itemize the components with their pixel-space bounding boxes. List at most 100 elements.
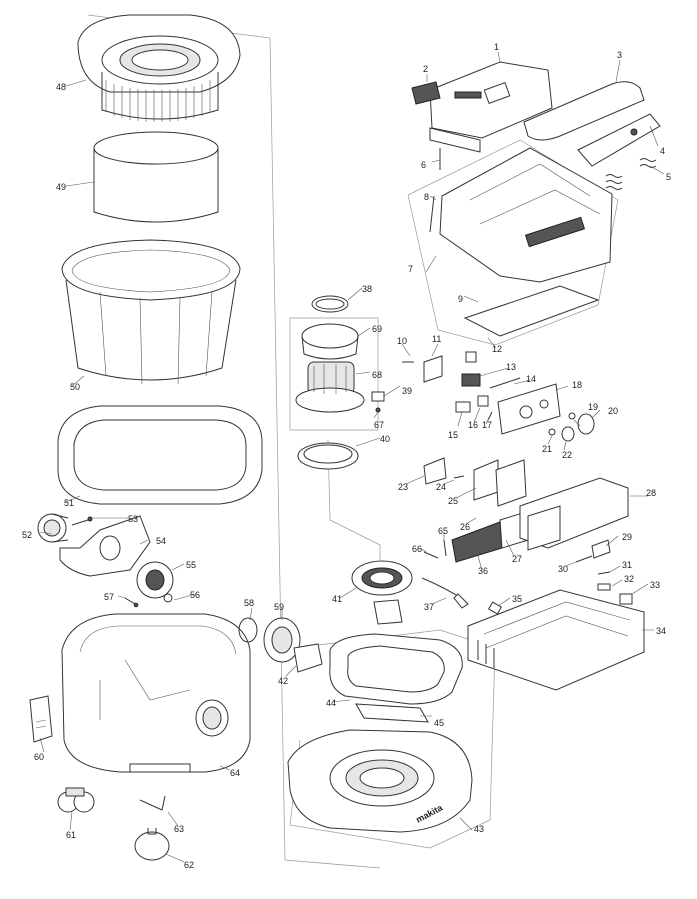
part-label: 29 <box>622 532 632 542</box>
part-59-connector <box>263 617 301 663</box>
part-label: 9 <box>458 294 463 304</box>
part-22-knob <box>561 426 575 442</box>
part-44-frame <box>329 633 463 705</box>
part-label: 11 <box>432 334 441 344</box>
part-29-connector <box>591 539 611 559</box>
part-39-brush <box>371 391 385 402</box>
part-24-screw <box>453 475 465 479</box>
part-label: 51 <box>64 498 74 508</box>
part-label: 41 <box>332 594 342 604</box>
part-label: 45 <box>434 718 444 728</box>
part-label: 37 <box>424 602 434 612</box>
part-label: 39 <box>402 386 412 396</box>
part-label: 52 <box>22 530 32 540</box>
part-label: 13 <box>506 362 516 372</box>
part-2-label <box>411 81 441 105</box>
part-25-bracket <box>473 459 499 501</box>
part-40-gasket <box>297 442 359 470</box>
part-7-housing <box>429 147 613 283</box>
part-label: 63 <box>174 824 184 834</box>
part-14-bracket <box>489 377 521 389</box>
part-label: 49 <box>56 182 66 192</box>
part-50-container <box>61 239 241 385</box>
part-17-contact <box>487 411 493 421</box>
part-30-cable <box>575 555 593 563</box>
part-label: 28 <box>646 488 656 498</box>
part-label: 23 <box>398 482 408 492</box>
part-label: 19 <box>588 402 598 412</box>
part-45-foam-block <box>373 599 403 625</box>
part-34-lower-housing <box>467 589 645 691</box>
part-label: 36 <box>478 566 488 576</box>
part-label: 43 <box>474 824 484 834</box>
part-21-ring <box>548 428 556 436</box>
part-label: 33 <box>650 580 660 590</box>
part-label: 30 <box>558 564 568 574</box>
part-52-inlet-ring <box>37 513 69 543</box>
part-68-motor <box>295 361 365 413</box>
part-45-filter-plate <box>355 703 429 723</box>
part-56-plug <box>163 593 173 603</box>
part-12-clip <box>465 351 477 363</box>
part-label: 6 <box>421 160 426 170</box>
part-65-wire <box>443 539 447 557</box>
part-label: 4 <box>660 146 665 156</box>
part-3-handle <box>523 81 645 141</box>
part-66-wire <box>423 551 439 559</box>
part-48-filter-cap <box>77 14 241 122</box>
part-label: 16 <box>468 420 478 430</box>
part-label: 48 <box>56 82 66 92</box>
part-label: 35 <box>512 594 522 604</box>
part-label: 25 <box>448 496 458 506</box>
part-label: 55 <box>186 560 196 570</box>
part-label: 8 <box>424 192 429 202</box>
part-43-base: makita <box>287 729 473 833</box>
part-label: 10 <box>397 336 407 346</box>
part-37-hose <box>421 577 469 609</box>
part-label: 54 <box>156 536 166 546</box>
part-20-dial <box>577 413 595 435</box>
part-1-top-cover <box>429 61 553 153</box>
part-15-board <box>455 401 471 413</box>
part-33-plug <box>619 593 633 605</box>
part-label: 58 <box>244 598 254 608</box>
part-35-plug <box>487 601 503 615</box>
part-label: 34 <box>656 626 666 636</box>
part-57-screw <box>124 597 139 608</box>
part-label: 15 <box>448 430 458 440</box>
part-26-bracket <box>495 459 527 507</box>
part-32-clip <box>597 583 611 591</box>
part-label: 27 <box>512 554 522 564</box>
part-53-screw <box>71 516 93 526</box>
part-label: 50 <box>70 382 80 392</box>
part-label: 53 <box>128 514 138 524</box>
part-28-battery-housing <box>519 477 629 551</box>
part-label: 68 <box>372 370 382 380</box>
part-label: 18 <box>572 380 582 390</box>
part-label: 22 <box>562 450 572 460</box>
part-18-control-panel <box>497 383 561 435</box>
part-label: 17 <box>482 420 492 430</box>
part-label: 20 <box>608 406 618 416</box>
part-23-holder <box>423 457 447 485</box>
part-label: 56 <box>190 590 200 600</box>
part-label: 60 <box>34 752 44 762</box>
part-54-inlet-plate <box>59 515 151 577</box>
part-60-latch <box>29 695 53 743</box>
part-label: 5 <box>666 172 671 182</box>
part-label: 26 <box>460 522 470 532</box>
part-51-gasket <box>57 405 263 505</box>
part-38-ring <box>311 295 349 313</box>
part-label: 40 <box>380 434 390 444</box>
part-31-screw <box>597 571 611 575</box>
part-16-part <box>477 395 489 407</box>
part-number-labels: 1 2 3 4 5 6 7 8 9 10 11 12 13 14 15 16 1… <box>22 42 671 870</box>
part-label: 59 <box>274 602 284 612</box>
part-49-filter-sleeve <box>93 131 219 223</box>
part-label: 69 <box>372 324 382 334</box>
part-19-ring <box>568 412 576 420</box>
part-label: 32 <box>624 574 634 584</box>
part-63-clip <box>139 795 166 811</box>
